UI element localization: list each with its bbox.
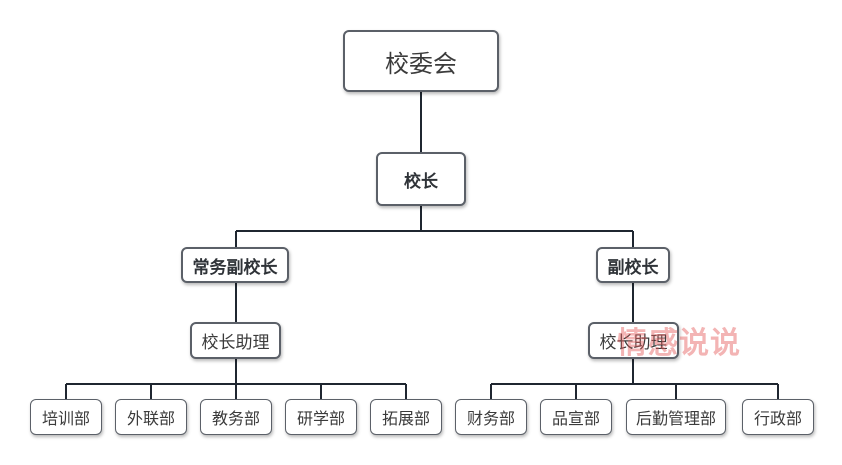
node-department: 品宣部 — [540, 399, 612, 435]
node-department: 培训部 — [30, 399, 102, 435]
node-department: 教务部 — [200, 399, 272, 435]
node-department: 外联部 — [115, 399, 187, 435]
node-root: 校委会 — [343, 30, 499, 92]
node-principal: 校长 — [376, 152, 466, 206]
node-principal-assistant-right: 校长助理 — [588, 322, 679, 359]
node-department: 后勤管理部 — [626, 399, 726, 435]
node-executive-vice-principal: 常务副校长 — [181, 247, 289, 283]
node-department: 拓展部 — [370, 399, 442, 435]
watermark-text: 情感说说 — [617, 326, 741, 361]
node-department: 行政部 — [742, 399, 814, 435]
node-vice-principal: 副校长 — [596, 247, 670, 283]
node-principal-assistant-left: 校长助理 — [190, 322, 281, 359]
node-department: 财务部 — [455, 399, 527, 435]
node-department: 研学部 — [285, 399, 357, 435]
